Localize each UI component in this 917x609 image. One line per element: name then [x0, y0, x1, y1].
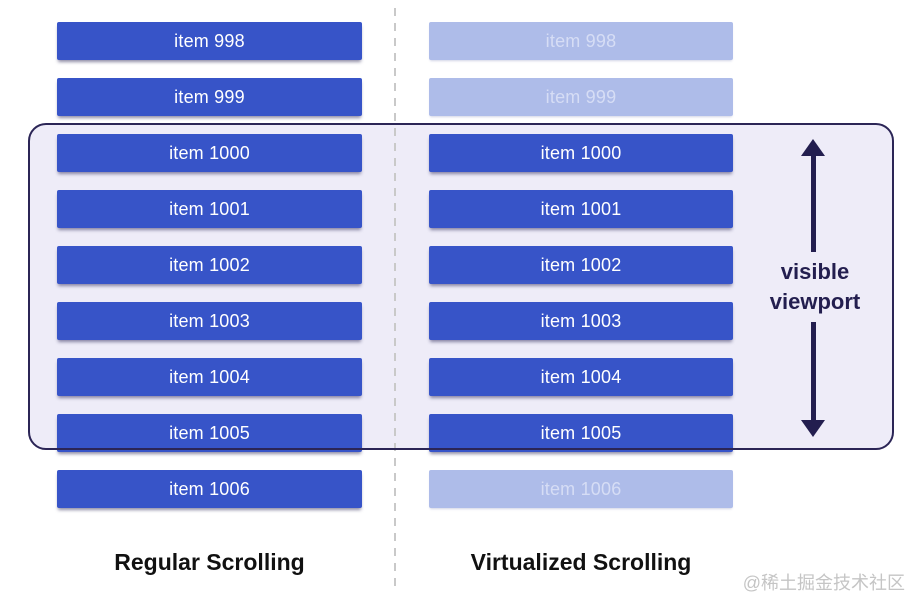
list-item: item 999 — [429, 78, 733, 116]
list-item: item 1006 — [429, 470, 733, 508]
list-item: item 1004 — [57, 358, 362, 396]
list-item: item 1005 — [57, 414, 362, 452]
list-item: item 1003 — [429, 302, 733, 340]
arrow-line-up — [811, 154, 816, 252]
list-item: item 998 — [429, 22, 733, 60]
list-item: item 1003 — [57, 302, 362, 340]
list-item: item 1002 — [57, 246, 362, 284]
arrow-up-icon — [801, 139, 825, 156]
list-item: item 998 — [57, 22, 362, 60]
arrow-down-icon — [801, 420, 825, 437]
list-item: item 1005 — [429, 414, 733, 452]
arrow-line-down — [811, 322, 816, 422]
list-item: item 1004 — [429, 358, 733, 396]
visible-viewport-label: visible viewport — [769, 259, 861, 314]
column-divider-dashed-line — [394, 8, 396, 588]
regular-scrolling-heading: Regular Scrolling — [114, 549, 305, 575]
list-item: item 1000 — [429, 134, 733, 172]
list-item: item 1001 — [57, 190, 362, 228]
list-item: item 1002 — [429, 246, 733, 284]
virtualized-scrolling-heading: Virtualized Scrolling — [470, 549, 692, 575]
list-item: item 1001 — [429, 190, 733, 228]
watermark-text: @稀土掘金技术社区 — [742, 573, 905, 593]
list-item: item 1000 — [57, 134, 362, 172]
list-item: item 999 — [57, 78, 362, 116]
list-item: item 1006 — [57, 470, 362, 508]
